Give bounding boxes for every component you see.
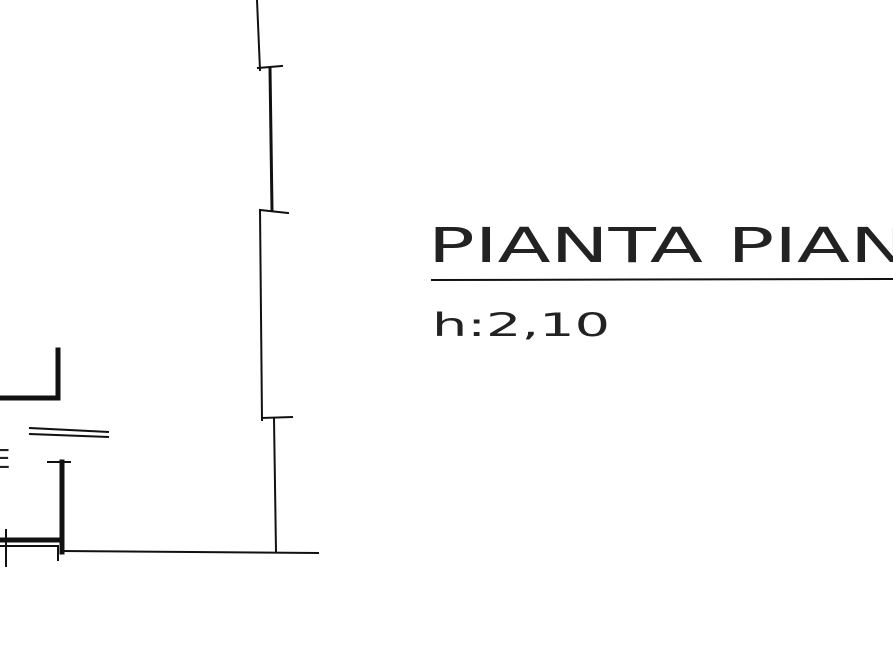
door-line-1 [28, 426, 110, 434]
wall-segment-top [255, 0, 262, 72]
wall-segment-middle [258, 208, 264, 422]
height-note: h:2,10 [432, 306, 610, 344]
title-underline [430, 277, 893, 282]
wall-segment-upper [268, 66, 274, 212]
left-wall-upper [0, 347, 61, 401]
right-wall [255, 0, 294, 554]
wall-tick-3 [260, 415, 294, 420]
bottom-wall-line [60, 549, 320, 555]
door-line-2 [28, 432, 110, 439]
wall-segment-lower [272, 416, 278, 554]
plan-title: PIANTA PIAN [428, 218, 893, 274]
wall-tick-2 [258, 208, 290, 215]
bottom-wall [60, 549, 320, 555]
side-mark: E [0, 445, 10, 475]
left-walls [0, 347, 110, 567]
